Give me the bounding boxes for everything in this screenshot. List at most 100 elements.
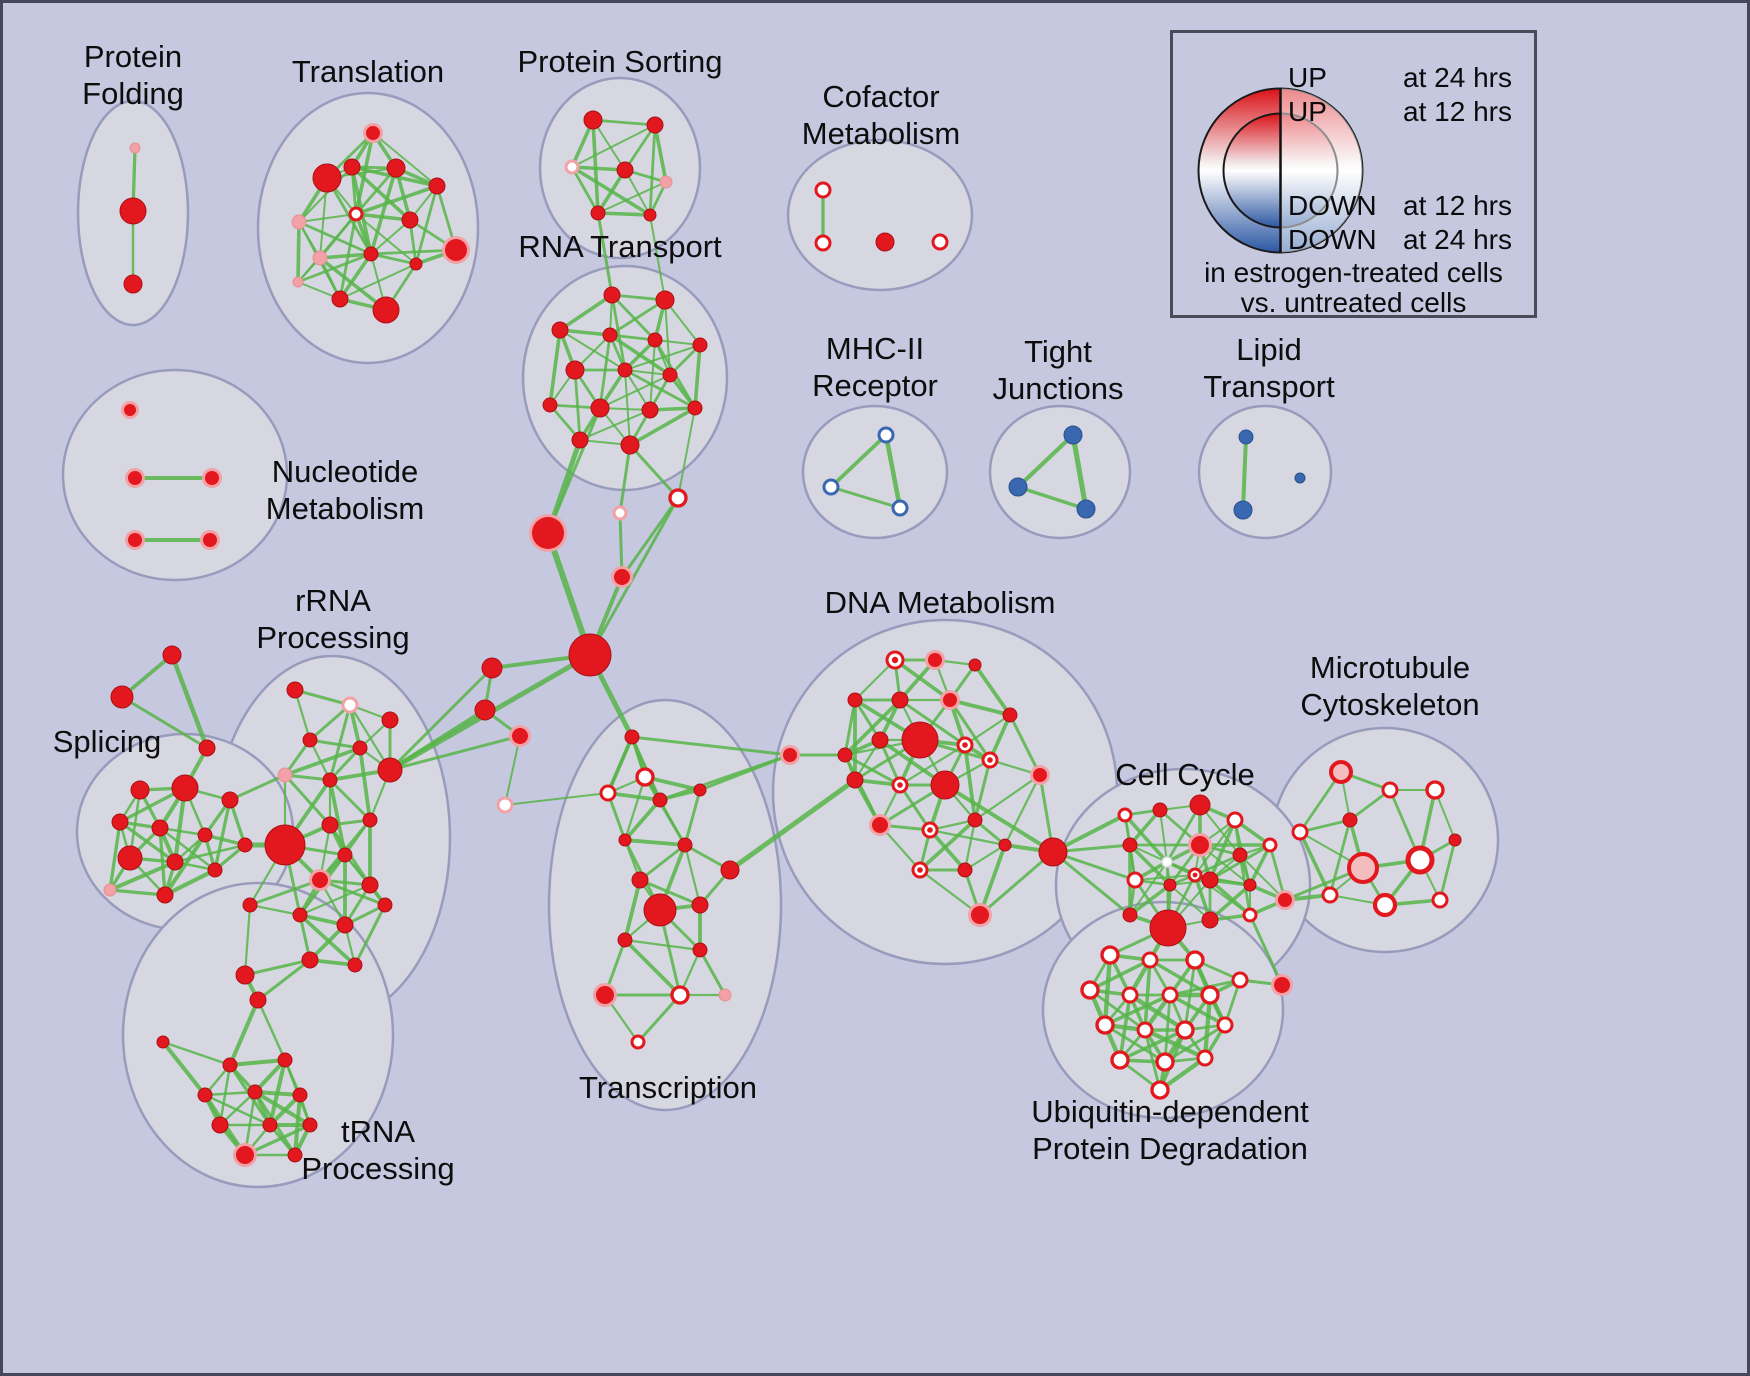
network-node xyxy=(128,533,142,547)
network-edge xyxy=(350,165,412,222)
network-node xyxy=(302,1117,318,1133)
legend-time-up-24: at 24 hrs xyxy=(1403,62,1512,93)
network-node xyxy=(691,896,709,914)
network-node xyxy=(292,276,304,288)
network-node xyxy=(1080,980,1100,1000)
network-edge xyxy=(1103,993,1172,1027)
network-edge xyxy=(649,214,666,301)
network-node xyxy=(381,711,399,729)
network-node xyxy=(277,767,293,783)
network-edge xyxy=(358,746,372,822)
network-edge xyxy=(843,753,902,787)
network-edge xyxy=(298,166,353,223)
network-edge xyxy=(973,663,1012,717)
network-node xyxy=(643,893,677,927)
network-edge xyxy=(558,293,614,332)
network-edge xyxy=(339,263,417,300)
network-edge xyxy=(283,746,362,777)
network-node xyxy=(583,110,603,130)
network-edge xyxy=(1208,883,1252,922)
network-node xyxy=(692,337,708,353)
network-node xyxy=(1076,499,1096,519)
network-node xyxy=(347,957,363,973)
network-edge xyxy=(162,867,218,898)
network-edge xyxy=(591,118,600,215)
network-node xyxy=(1405,845,1435,875)
network-edge xyxy=(1134,874,1196,881)
network-node xyxy=(124,404,136,416)
network-edge xyxy=(588,496,680,657)
network-edge xyxy=(698,948,727,997)
network-node xyxy=(617,932,633,948)
cluster-ellipse-trna-processing xyxy=(121,881,395,1189)
network-node xyxy=(312,872,328,888)
cluster-ellipse-mhc2-receptor xyxy=(801,404,949,540)
network-node xyxy=(336,916,354,934)
network-node xyxy=(1233,500,1253,520)
network-edge xyxy=(353,903,387,967)
network-node xyxy=(117,845,143,871)
network-edge xyxy=(623,878,642,942)
network-edge xyxy=(243,903,252,977)
network-edge xyxy=(227,1057,288,1068)
network-edge xyxy=(598,333,612,410)
cluster-ellipse-translation xyxy=(256,91,480,365)
network-edge xyxy=(727,777,858,873)
network-node xyxy=(931,233,949,251)
network-node xyxy=(617,362,633,378)
cluster-label-trna-processing: tRNA xyxy=(341,1114,415,1149)
network-node xyxy=(474,699,496,721)
network-edge xyxy=(160,1039,208,1098)
network-edge xyxy=(546,406,602,535)
network-node xyxy=(618,833,632,847)
network-node xyxy=(693,783,707,797)
network-edge xyxy=(843,698,857,757)
network-edge xyxy=(918,818,977,872)
network-edge xyxy=(638,878,702,907)
network-edge xyxy=(504,735,521,806)
network-edge xyxy=(898,783,932,832)
cluster-label-cell-cycle: Cell Cycle xyxy=(1115,757,1255,792)
network-edge xyxy=(545,530,593,658)
network-edge xyxy=(298,213,357,223)
network-node xyxy=(668,488,688,508)
network-node xyxy=(197,1087,213,1103)
network-edge xyxy=(573,368,582,442)
network-node xyxy=(1152,802,1168,818)
network-node xyxy=(1294,472,1306,484)
network-edge xyxy=(973,758,992,822)
network-edge xyxy=(369,166,398,256)
network-edge xyxy=(829,433,888,489)
network-node xyxy=(372,296,400,324)
network-node xyxy=(1161,986,1179,1004)
network-edge xyxy=(1088,958,1152,992)
network-node xyxy=(871,731,889,749)
network-node xyxy=(917,867,923,873)
network-edge xyxy=(963,843,1007,872)
network-edge xyxy=(161,1040,232,1067)
network-edge xyxy=(158,826,217,872)
legend-time-down-24: at 24 hrs xyxy=(1403,224,1512,255)
network-edge xyxy=(948,698,1012,717)
network-node xyxy=(998,838,1012,852)
network-edge xyxy=(843,698,902,757)
network-edge xyxy=(252,1089,313,1128)
cluster-label-dna-metabolism: DNA Metabolism xyxy=(825,585,1056,620)
network-edge xyxy=(227,997,261,1068)
network-node xyxy=(692,942,708,958)
network-edge xyxy=(623,123,657,172)
network-node xyxy=(321,816,339,834)
network-node xyxy=(1231,971,1249,989)
network-node xyxy=(1191,836,1209,854)
network-edge xyxy=(623,368,697,410)
network-edge xyxy=(372,132,438,187)
network-node xyxy=(1196,1049,1214,1067)
network-edge xyxy=(1163,1023,1227,1064)
network-node xyxy=(1033,768,1047,782)
network-node xyxy=(962,742,968,748)
network-edge xyxy=(918,868,982,917)
network-node xyxy=(968,658,982,672)
network-node xyxy=(1278,893,1292,907)
legend-updown-circle-icon xyxy=(1193,83,1368,258)
